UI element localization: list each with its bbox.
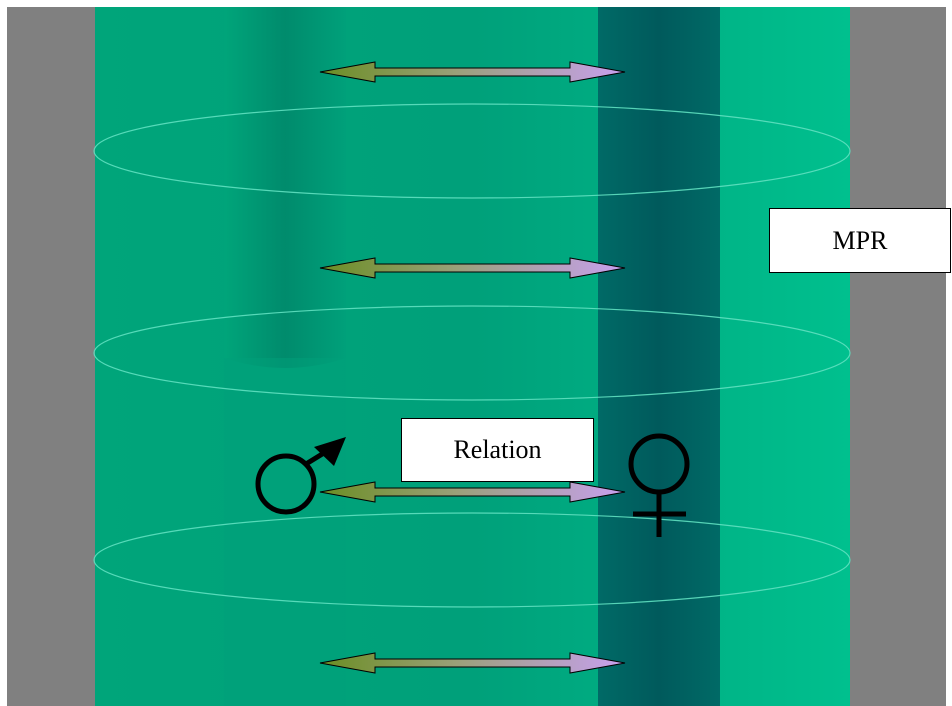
main-cylinder: [95, 7, 850, 706]
double-arrow-4: [319, 652, 626, 674]
ring-middle: [93, 305, 851, 401]
female-symbol-icon: [628, 433, 690, 537]
mpr-label: MPR: [769, 208, 951, 273]
ring-lower: [93, 512, 851, 608]
double-arrow-3: [319, 481, 626, 503]
left-inner-tube: [224, 7, 346, 368]
double-arrow-2: [319, 257, 626, 279]
ring-lines: [93, 103, 851, 608]
double-arrow-1: [319, 61, 626, 83]
left-lower-tube: [224, 358, 346, 706]
male-symbol-icon: [255, 437, 346, 515]
ring-upper: [93, 103, 851, 199]
relation-label: Relation: [401, 418, 594, 482]
right-inner-tube: [598, 7, 720, 706]
